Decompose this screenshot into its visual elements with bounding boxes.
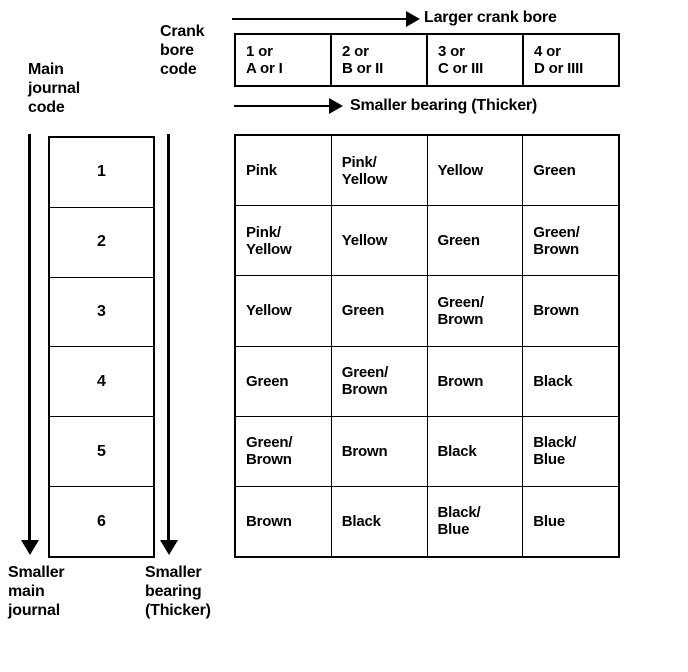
bearing-color-cell: Black bbox=[428, 416, 524, 486]
bearing-color-grid: Pink Pink/ Yellow Yellow Green Pink/ Yel… bbox=[234, 134, 620, 558]
bearing-color-cell: Brown bbox=[332, 416, 428, 486]
bearing-color-cell: Green/ Brown bbox=[236, 416, 332, 486]
larger-crank-bore-arrow-shaft-icon bbox=[232, 18, 414, 20]
smaller-bearing-thicker-bottom-label: Smaller bearing (Thicker) bbox=[145, 564, 211, 619]
bearing-color-cell: Green/ Brown bbox=[428, 276, 524, 346]
larger-crank-bore-arrow-head-icon bbox=[406, 11, 420, 27]
main-journal-code-cell: 1 bbox=[50, 138, 153, 208]
main-journal-code-cell: 5 bbox=[50, 417, 153, 488]
bearing-color-cell: Black/ Blue bbox=[428, 486, 524, 557]
crank-bore-code-header-cell: 1 or A or I bbox=[236, 35, 332, 85]
smaller-bearing-vertical-arrow-head-icon bbox=[160, 540, 178, 555]
bearing-color-cell: Yellow bbox=[428, 136, 524, 206]
main-journal-code-cell: 6 bbox=[97, 512, 106, 530]
crank-bore-code-header-cell: 4 or D or IIII bbox=[534, 43, 584, 77]
bearing-color-cell: Green/ Brown bbox=[332, 346, 428, 416]
table-row: Pink Pink/ Yellow Yellow Green bbox=[236, 136, 618, 207]
table-row: Green Green/ Brown Brown Black bbox=[236, 346, 618, 417]
smaller-bearing-arrow-head-icon bbox=[329, 98, 343, 114]
larger-crank-bore-label: Larger crank bore bbox=[424, 9, 557, 26]
main-journal-code-cell: 4 bbox=[50, 347, 153, 418]
bearing-color-cell: Green bbox=[428, 206, 524, 276]
bearing-color-cell: Green bbox=[236, 346, 332, 416]
bearing-color-cell: Green/ Brown bbox=[533, 223, 580, 258]
bearing-color-cell: Brown bbox=[428, 346, 524, 416]
table-row: Pink/ Yellow Yellow Green Green/ Brown bbox=[236, 206, 618, 277]
bearing-color-cell: Pink/ Yellow bbox=[236, 206, 332, 276]
bearing-color-cell: Green bbox=[332, 276, 428, 346]
bearing-color-cell: Yellow bbox=[236, 276, 332, 346]
crank-bore-code-label: Crank bore code bbox=[160, 23, 205, 78]
smaller-main-journal-arrow-head-icon bbox=[21, 540, 39, 555]
smaller-main-journal-arrow-shaft-icon bbox=[28, 134, 31, 544]
main-journal-code-cell: 3 bbox=[50, 278, 153, 348]
bearing-color-cell: Yellow bbox=[332, 206, 428, 276]
main-journal-code-label: Main journal code bbox=[28, 61, 80, 116]
table-row: Yellow Green Green/ Brown Brown bbox=[236, 276, 618, 347]
smaller-bearing-arrow-shaft-icon bbox=[234, 105, 337, 107]
bearing-color-cell: Pink/ Yellow bbox=[332, 136, 428, 206]
smaller-bearing-thicker-top-label: Smaller bearing (Thicker) bbox=[350, 97, 538, 114]
bearing-color-cell: Black bbox=[533, 372, 573, 390]
bearing-color-cell: Pink bbox=[236, 136, 332, 206]
bearing-color-cell: Black/ Blue bbox=[533, 434, 577, 469]
main-journal-code-cell: 2 bbox=[50, 208, 153, 278]
crank-bore-code-header-cell: 3 or C or III bbox=[428, 35, 524, 85]
main-journal-code-column: 1 2 3 4 5 6 bbox=[48, 136, 155, 558]
crank-bore-code-header-cell: 2 or B or II bbox=[332, 35, 428, 85]
smaller-bearing-vertical-arrow-shaft-icon bbox=[167, 134, 170, 544]
bearing-color-cell: Brown bbox=[236, 486, 332, 557]
table-row: Brown Black Black/ Blue Blue bbox=[236, 486, 618, 557]
crank-bore-code-header-table: 1 or A or I 2 or B or II 3 or C or III 4… bbox=[234, 33, 620, 87]
bearing-color-cell: Green bbox=[533, 162, 576, 180]
smaller-main-journal-label: Smaller main journal bbox=[8, 564, 65, 619]
bearing-color-cell: Brown bbox=[533, 302, 579, 320]
bearing-color-cell: Black bbox=[332, 486, 428, 557]
bearing-color-cell: Blue bbox=[533, 512, 565, 530]
table-row: Green/ Brown Brown Black Black/ Blue bbox=[236, 416, 618, 487]
